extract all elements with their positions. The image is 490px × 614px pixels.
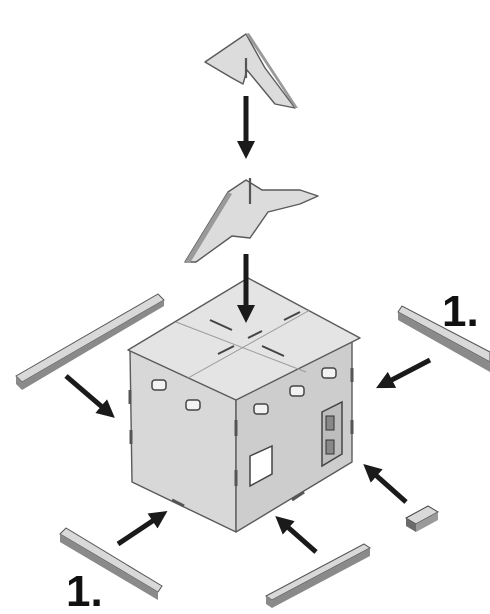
rod-right — [397, 305, 490, 372]
arrow-up-left-icon — [275, 516, 318, 554]
small-block-part — [404, 505, 440, 532]
rod-bottom-right — [265, 543, 371, 608]
rod-top-left — [15, 293, 165, 390]
arrow-up-left-icon — [363, 464, 408, 504]
house-body — [127, 277, 361, 533]
arrow-down-right-icon — [64, 374, 115, 418]
vent-icon — [253, 367, 337, 415]
rod-bottom-left — [59, 527, 163, 600]
step-label-right: 1. — [442, 287, 479, 336]
window-opening — [249, 444, 273, 488]
vent-icon — [151, 379, 201, 411]
door-panel — [321, 400, 343, 468]
arrow-down-left-icon — [376, 357, 432, 389]
roof-gable-piece — [184, 178, 319, 263]
roof-ridge-piece — [204, 33, 298, 109]
arrow-up-right-icon — [116, 511, 168, 547]
step-label-bottom-left: 1. — [66, 567, 103, 614]
